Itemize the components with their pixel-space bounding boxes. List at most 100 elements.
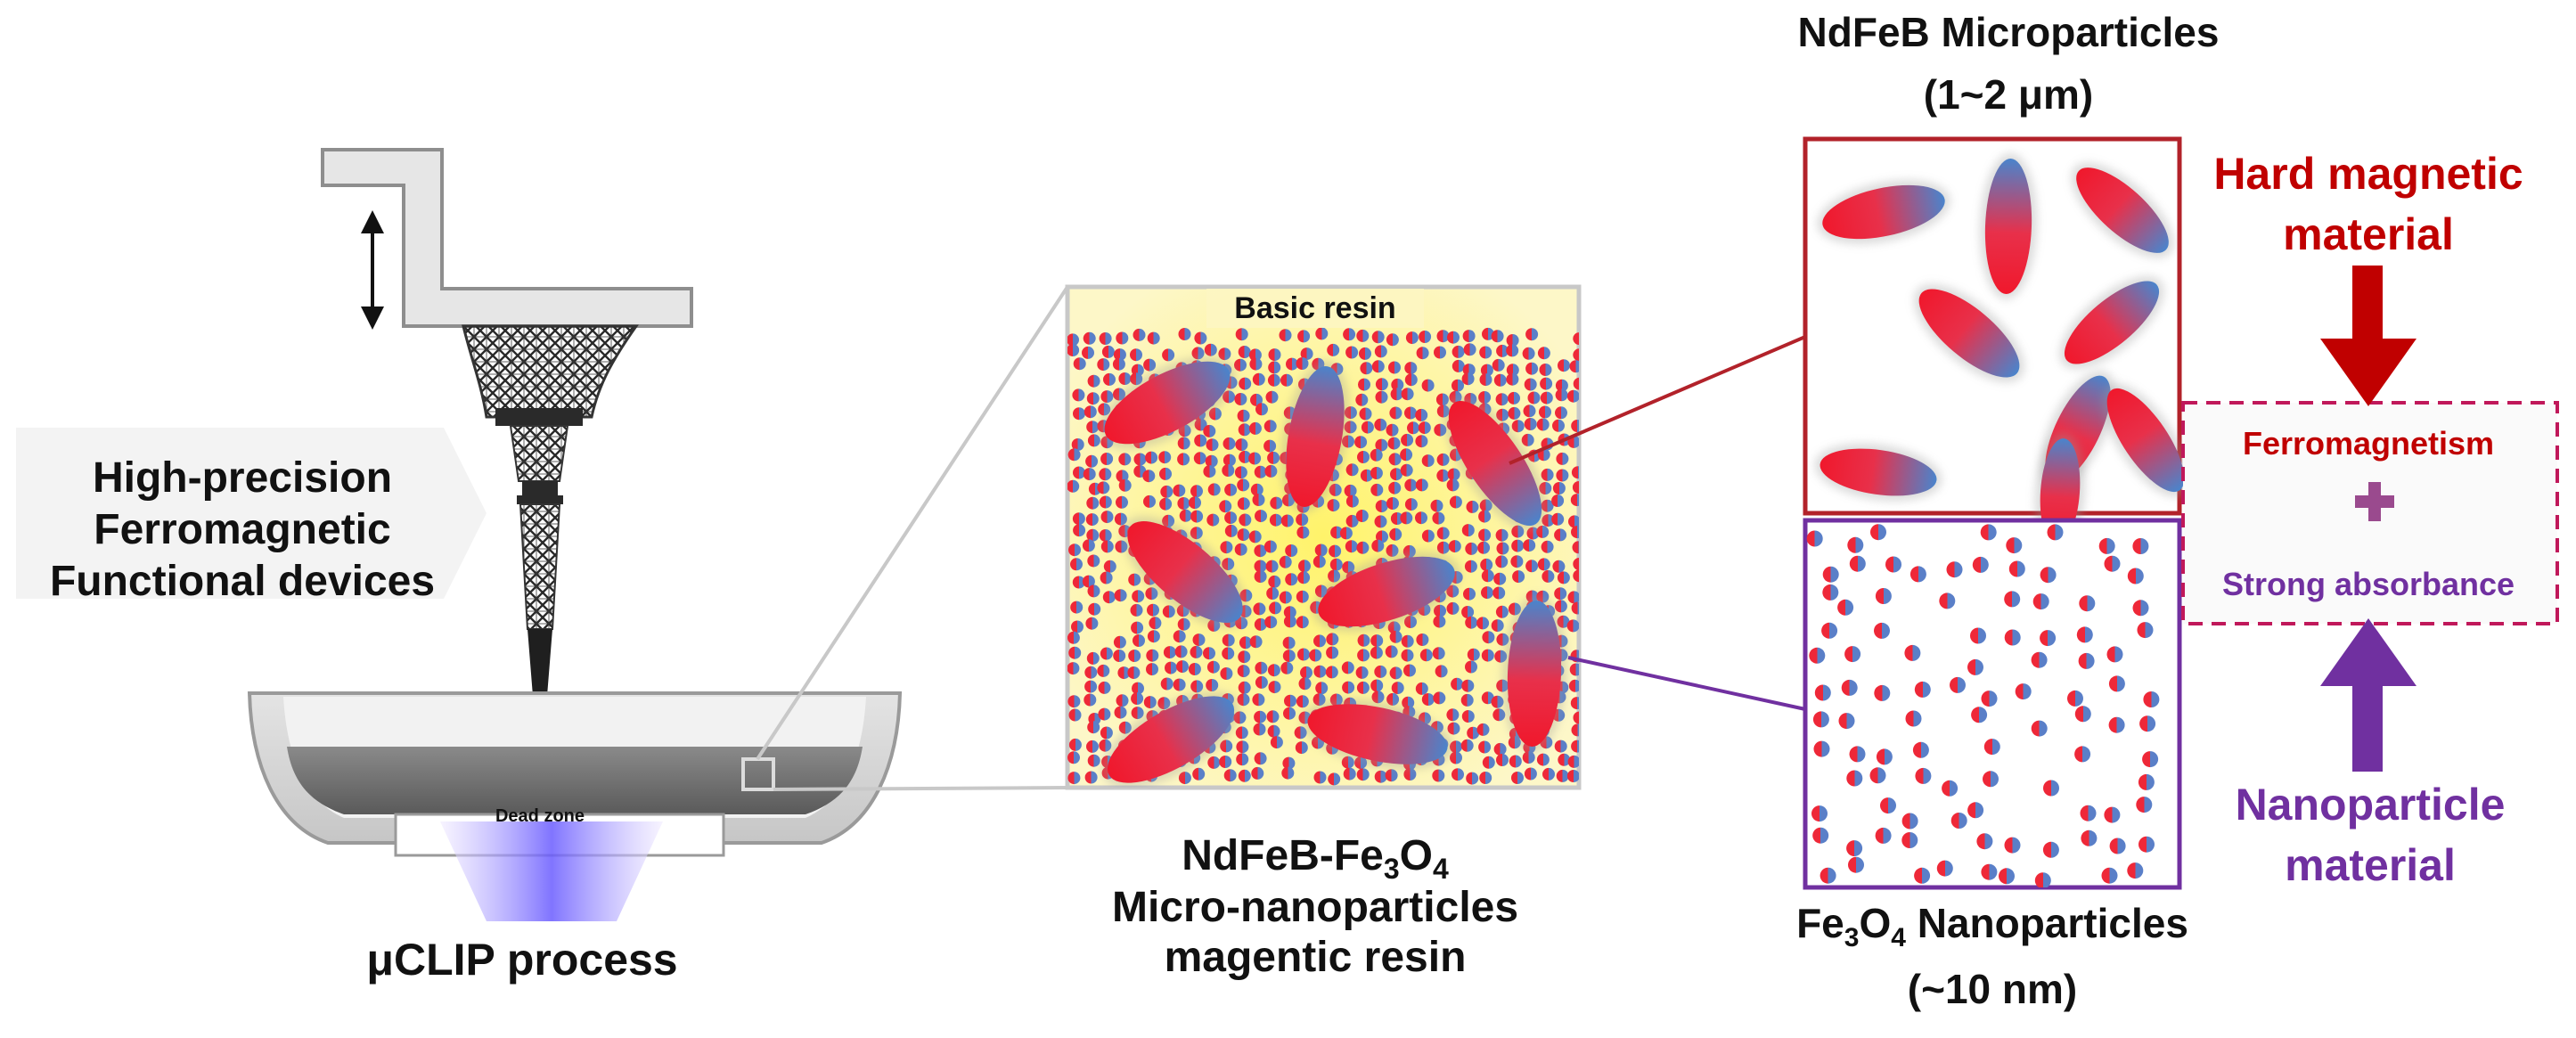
nanoparticle-dot [1554, 600, 1567, 613]
nanoparticle-dot [1160, 677, 1174, 691]
nanoparticle-dot [1206, 679, 1219, 691]
nanoparticle-dot [1415, 435, 1428, 448]
nanoparticle-dot [1402, 696, 1415, 709]
device-label-line2: Ferromagnetic [94, 506, 390, 553]
nanoparticle-dot [1446, 601, 1460, 615]
nanoparticle-dot [1085, 513, 1099, 527]
fe3o4-nanoparticle [1999, 868, 2015, 885]
fe3o4-nanoparticle [2142, 751, 2159, 768]
nanoparticle-dot [1539, 405, 1551, 419]
nanoparticle-dot [1102, 591, 1116, 604]
nanoparticle-dot [1133, 453, 1147, 466]
nanoparticle-dot [1554, 587, 1567, 601]
nanoparticle-dot [1405, 331, 1419, 345]
nanoparticle-dot [1113, 635, 1126, 649]
nanoparticle-dot [1234, 543, 1247, 556]
nanoparticle-dot [1415, 682, 1428, 695]
nanoparticle-dot [1371, 539, 1385, 552]
fe3o4-nanoparticle [2080, 805, 2097, 821]
nanoparticle-dot [1480, 558, 1493, 571]
nanoparticle-dot [1527, 391, 1541, 405]
nanoparticle-dot [1506, 372, 1519, 386]
nanoparticle-dot [1462, 364, 1476, 377]
nanoparticle-dot [1067, 333, 1079, 347]
nanoparticle-dot [1344, 484, 1357, 497]
nanoparticle-dot [1536, 418, 1550, 431]
nanoparticle-dot [1421, 693, 1435, 706]
fe3o4-nanoparticle [2034, 872, 2051, 887]
nanoparticle-dot [1296, 590, 1309, 603]
nanoparticle-dot [1555, 388, 1568, 402]
nanoparticle-dot [1421, 529, 1435, 543]
z-stage [321, 148, 693, 328]
fe3o4-nanoparticle [1901, 813, 1918, 830]
nanoparticle-dot [1298, 677, 1312, 691]
fe3o4-nanoparticle [1869, 767, 1886, 784]
nanoparticle-dot [1461, 679, 1475, 692]
nanoparticle-dot [1220, 541, 1233, 554]
nanoparticle-dot [1145, 587, 1158, 601]
nanoparticle-dot [1206, 660, 1220, 674]
resin-caption-line1: NdFeB-Fe3O4 [1182, 832, 1449, 885]
down-arrow-icon [2320, 266, 2417, 406]
fe3o4-nanoparticle [2015, 683, 2032, 700]
resin-caption-line3: magentic resin [1165, 934, 1467, 981]
nanoparticle-dot [1088, 602, 1101, 616]
nanoparticle-dot [1073, 407, 1085, 421]
fe3o4-nanoparticle [1846, 770, 1863, 787]
nanoparticle-dot [1223, 769, 1237, 782]
fe3o4-nanoparticle [1901, 832, 1918, 848]
nanoparticle-dot [1087, 434, 1100, 447]
nanoparticle-dot [1239, 450, 1252, 463]
nanoparticle-dot [1421, 379, 1435, 392]
nanoparticle-dot [1419, 649, 1433, 662]
fe3o4-nanoparticle [2132, 600, 2149, 617]
nanoparticle-dot [1390, 388, 1403, 401]
nanoparticle-dot [1147, 331, 1160, 345]
nanoparticle-dot [1239, 377, 1252, 390]
nanoparticle-dot [1285, 544, 1298, 557]
plus-icon [2355, 482, 2394, 521]
nanoparticle-dot [1415, 511, 1427, 525]
fe3o4-nanoparticle [2138, 836, 2155, 853]
nanoparticle-dot [1404, 478, 1418, 492]
nanoparticle-dot [1082, 575, 1095, 588]
nanoparticle-dot [1194, 434, 1207, 447]
nanoparticle-dot [1466, 772, 1479, 785]
nanoparticle-dot [1496, 344, 1509, 357]
nanoparticle-dot [1313, 771, 1327, 784]
nanoparticle-dot [1252, 372, 1265, 386]
nanoparticle-dot [1284, 694, 1296, 707]
nanoparticle-dot [1082, 346, 1094, 359]
nanoparticle-dot [1131, 707, 1144, 720]
nanoparticle-dot [1370, 467, 1383, 479]
nanoparticle-dot [1162, 348, 1175, 362]
nanoparticle-dot [1355, 666, 1369, 679]
nanoparticle-dot [1493, 742, 1507, 756]
nanoparticle-dot [1234, 393, 1247, 405]
nanoparticle-dot [1433, 615, 1446, 628]
nanoparticle-dot [1572, 481, 1579, 494]
nanoparticle-dot [1360, 362, 1373, 375]
fe3o4-nanoparticle [2136, 797, 2153, 813]
nanoparticle-dot [1203, 465, 1216, 478]
nanoparticle-dot [1218, 347, 1231, 361]
nanoparticle-dot [1407, 421, 1419, 435]
nanoparticle-dot [1205, 454, 1218, 468]
nanoparticle-dot [1476, 723, 1490, 736]
nanoparticle-dot [1130, 348, 1142, 362]
nanoparticle-dot [1084, 693, 1097, 707]
nanoparticle-dot [1146, 663, 1158, 676]
nanoparticle-dot [1491, 619, 1504, 633]
nano-title-line1: Fe3O4 Nanoparticles [1796, 900, 2188, 952]
nanoparticle-dot [1557, 571, 1570, 584]
nanoparticle-dot [1374, 770, 1387, 783]
nanoparticle-dot [1222, 633, 1235, 647]
fe3o4-nanoparticle [1844, 646, 1861, 663]
nanoparticle-dot [1163, 646, 1176, 659]
nanoparticle-dot [1345, 540, 1358, 553]
nanoparticle-dot [1237, 497, 1250, 511]
nanoparticle-dot [1237, 478, 1250, 492]
nanoparticle-dot [1174, 645, 1188, 658]
nanoparticle-dot [1342, 681, 1355, 694]
